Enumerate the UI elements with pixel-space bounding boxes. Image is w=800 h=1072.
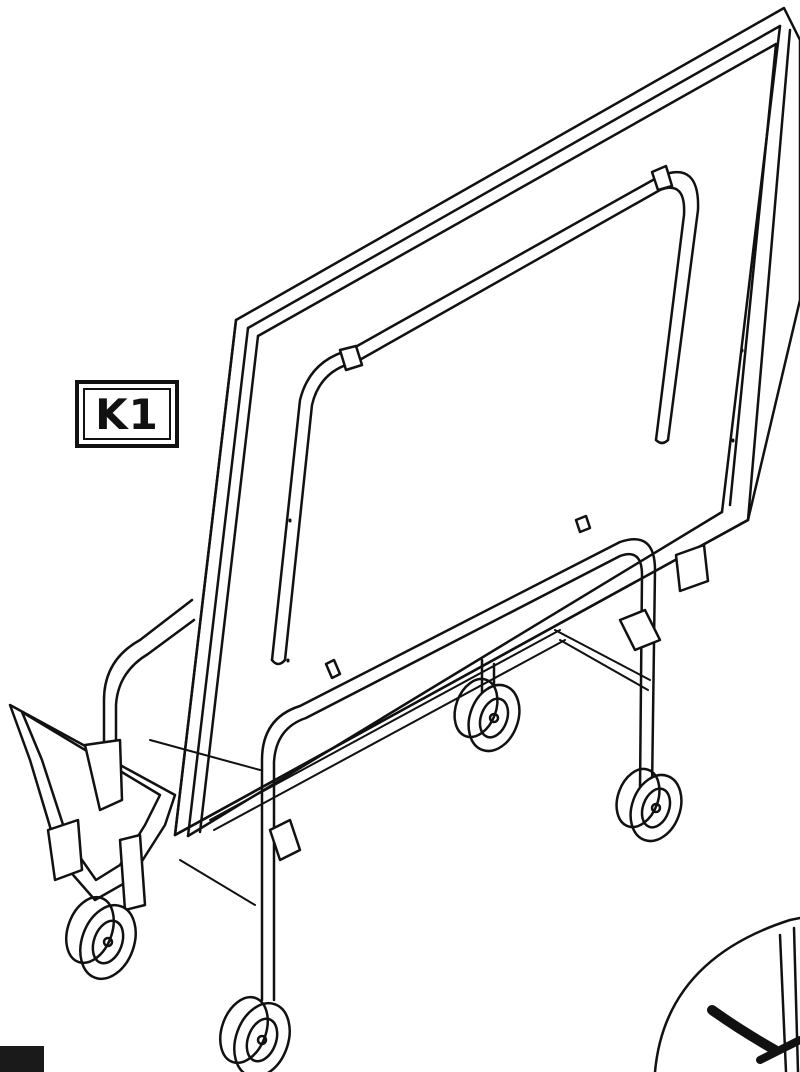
step-label-text: K1 bbox=[95, 389, 159, 439]
wheel-rear-right bbox=[615, 767, 683, 843]
wheel-front-left bbox=[65, 895, 137, 981]
step-label-box: K1 bbox=[75, 380, 179, 448]
side-bracket bbox=[8, 543, 710, 912]
front-leg-frame bbox=[260, 537, 657, 1002]
detail-callout bbox=[653, 916, 800, 1072]
corner-tab bbox=[0, 1046, 44, 1072]
wheel-front-right bbox=[219, 995, 291, 1072]
tube-clips bbox=[324, 164, 674, 680]
table-top bbox=[173, 6, 800, 838]
wheel-rear-left bbox=[453, 677, 521, 753]
cross-braces bbox=[149, 629, 651, 906]
